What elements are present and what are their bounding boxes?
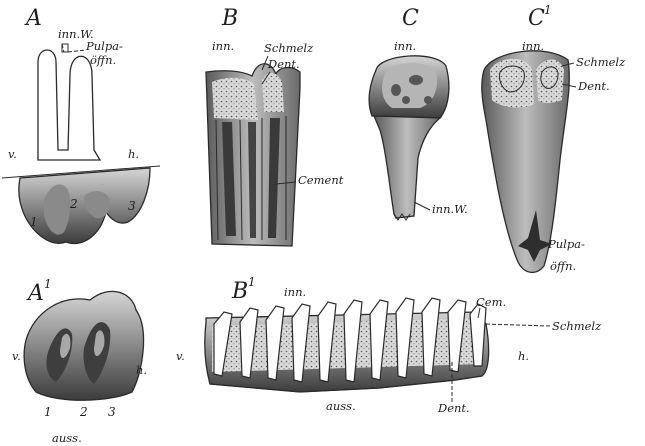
figure-c1-label-pulpa-2: öffn. bbox=[550, 259, 576, 273]
figure-c1-label-inn: inn. bbox=[522, 39, 544, 53]
figure-b1-label-cem: Cem. bbox=[476, 295, 506, 309]
figure-a-letter: A bbox=[24, 6, 42, 31]
figure-a-label-pulpa-2: öffn. bbox=[90, 53, 116, 67]
figure-a1-letter: A bbox=[26, 281, 44, 306]
figure-b1-superscript: 1 bbox=[248, 275, 256, 289]
figure-b1: B 1 inn. Cem. Schmelz v. h. auss. Dent. bbox=[176, 275, 602, 415]
figure-b1-label-dent: Dent. bbox=[437, 401, 470, 415]
figure-c-letter: C bbox=[402, 6, 419, 31]
figure-a-label-pulpa-1: Pulpa- bbox=[85, 39, 123, 53]
figure-a-label-v: v. bbox=[8, 147, 17, 161]
figure-c1: C 1 inn. Schmelz Dent. Pulpa- öffn. bbox=[482, 3, 626, 273]
figure-a1-cusp-3: 3 bbox=[108, 405, 116, 419]
figure-b: B inn. Schmelz Dent. Cement bbox=[206, 6, 344, 246]
figure-c1-label-pulpa-1: Pulpa- bbox=[547, 237, 585, 251]
figure-a-label-h: h. bbox=[128, 147, 139, 161]
figure-b-letter: B bbox=[221, 6, 238, 31]
figure-b1-label-h: h. bbox=[518, 349, 529, 363]
figure-b1-label-schmelz: Schmelz bbox=[552, 319, 602, 333]
figure-b1-label-inn: inn. bbox=[284, 285, 306, 299]
figure-c-label-inn: inn. bbox=[394, 39, 416, 53]
figure-c1-label-dent: Dent. bbox=[577, 79, 610, 93]
figure-a1-cusp-1: 1 bbox=[44, 405, 52, 419]
figure-a: A inn.W. Pulpa- öffn. v. h. 1 2 3 bbox=[2, 6, 160, 244]
figure-c1-label-schmelz: Schmelz bbox=[576, 55, 626, 69]
figure-a1: A 1 v. h. 1 2 3 auss. bbox=[12, 277, 147, 445]
figure-b1-label-v: v. bbox=[176, 349, 185, 363]
figure-a1-crown bbox=[24, 291, 143, 400]
figure-c1-letter: C bbox=[528, 6, 545, 31]
figure-b1-letter: B bbox=[231, 279, 248, 304]
figure-c-root bbox=[374, 116, 440, 218]
figure-a1-label-auss: auss. bbox=[52, 431, 82, 445]
figure-a-cusp-3: 3 bbox=[128, 199, 136, 213]
figure-b-label-cement: Cement bbox=[298, 173, 344, 187]
figure-c1-superscript: 1 bbox=[544, 3, 552, 17]
figure-a1-superscript: 1 bbox=[44, 277, 52, 291]
figure-c: C inn. inn.W. bbox=[369, 6, 468, 220]
figure-a1-label-v: v. bbox=[12, 349, 21, 363]
figure-b1-label-auss: auss. bbox=[326, 399, 356, 413]
figure-a1-label-h: h. bbox=[136, 363, 147, 377]
figure-b-label-schmelz: Schmelz bbox=[264, 41, 314, 55]
figure-a-cusp-1: 1 bbox=[30, 215, 38, 229]
figure-c-label-inn-w: inn.W. bbox=[432, 202, 468, 216]
figure-a1-cusp-2: 2 bbox=[79, 405, 88, 419]
figure-a-cusp-2: 2 bbox=[69, 197, 78, 211]
figure-b-label-dent: Dent. bbox=[267, 57, 300, 71]
figure-b-label-inn: inn. bbox=[212, 39, 234, 53]
